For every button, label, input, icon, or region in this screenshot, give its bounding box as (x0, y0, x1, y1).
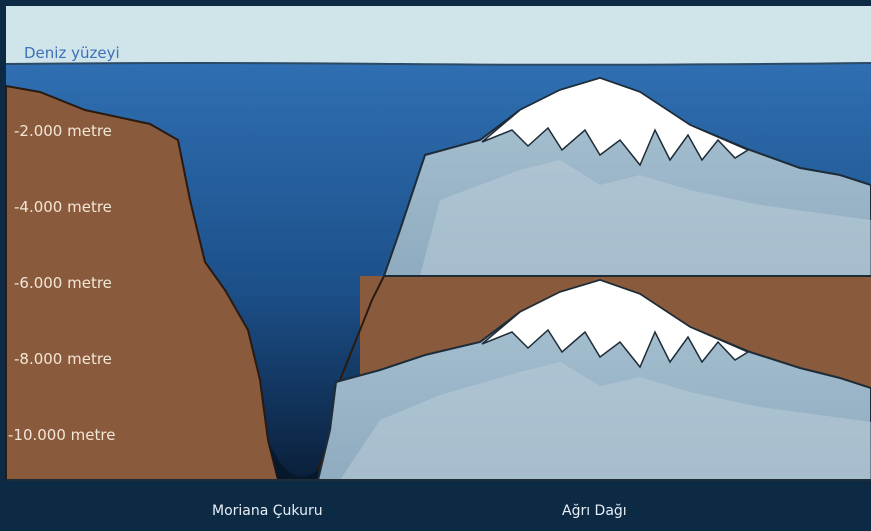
depth-label-6000: -6.000 metre (14, 274, 112, 292)
sky (6, 6, 871, 64)
depth-label-10000: -10.000 metre (8, 426, 115, 444)
sea-surface-label: Deniz yüzeyi (24, 44, 120, 62)
depth-label-4000: -4.000 metre (14, 198, 112, 216)
mountain-caption: Ağrı Dağı (562, 503, 627, 519)
depth-label-8000: -8.000 metre (14, 350, 112, 368)
depth-label-2000: -2.000 metre (14, 122, 112, 140)
trench-caption: Moriana Çukuru (212, 503, 323, 519)
